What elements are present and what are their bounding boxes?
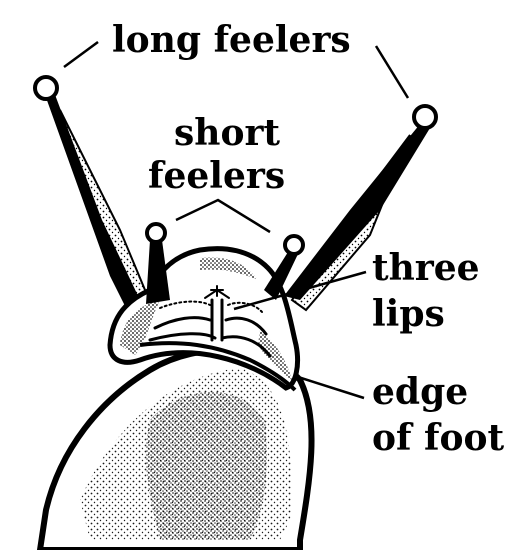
right-long-feeler-eye — [414, 106, 436, 128]
label-edge-of-foot-line1: edge — [372, 371, 468, 413]
right-short-feeler-eye — [285, 236, 303, 254]
left-short-feeler-eye — [147, 224, 165, 242]
label-three-lips-line1: three — [372, 247, 480, 289]
short-feelers-leader — [176, 200, 270, 232]
label-long-feelers: long feelers — [112, 19, 351, 61]
left-long-feeler — [35, 77, 150, 312]
left-long-feeler-eye — [35, 77, 57, 99]
label-short-feelers-line1: short — [174, 112, 280, 154]
long-feelers-leader-left — [64, 42, 98, 67]
label-short-feelers-line2: feelers — [148, 155, 285, 197]
label-edge-of-foot-line2: of foot — [372, 417, 505, 459]
label-three-lips-line2: lips — [372, 293, 445, 335]
long-feelers-leader-right — [376, 46, 408, 98]
